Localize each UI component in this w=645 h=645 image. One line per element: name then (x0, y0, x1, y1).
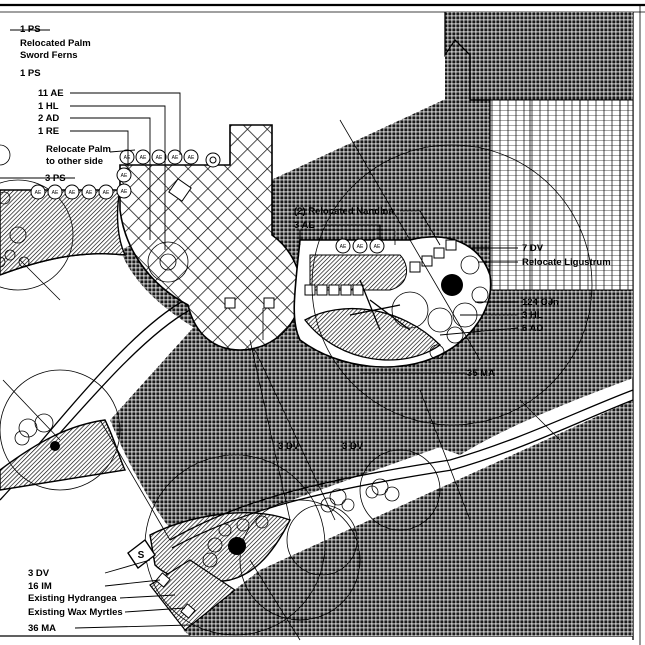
ae-tag: AE (357, 244, 364, 250)
label-dv-7: 7 DV (522, 243, 544, 254)
label-ma-36: 36 MA (28, 623, 56, 634)
ae-tag-texts: AE AE AE AE AE AE AE AE AE AE AE AE AE A… (35, 155, 381, 250)
label-ps-3: 3 PS (45, 173, 66, 184)
label-sword-ferns: Sword Ferns (20, 50, 78, 61)
label-ma-35: 35 MA (467, 368, 495, 379)
plant-labels: 1 PS Relocated Palm Sword Ferns 1 PS 11 … (20, 24, 611, 634)
label-dv-3-b: 3 DV (342, 441, 364, 452)
ae-tag: AE (140, 155, 147, 161)
shrub-cluster-upper-left (0, 144, 177, 271)
planting-bed-lower-left (0, 413, 127, 491)
label-ad-6: 6 AD (522, 323, 543, 334)
step-marker-label: S (138, 550, 145, 561)
step-marker: S (127, 538, 156, 570)
ae-tag: AE (188, 155, 195, 161)
ae-shrub-tags-top (30, 149, 385, 254)
ae-tag: AE (86, 190, 93, 196)
label-hl-3: 3 HL (522, 310, 543, 321)
label-existing-hydrangea: Existing Hydrangea (28, 593, 117, 604)
label-ae-3: 3 AE (294, 220, 315, 231)
label-re-1: 1 RE (38, 126, 59, 137)
label-existing-wax-myrtles: Existing Wax Myrtles (28, 607, 123, 618)
ae-tag: AE (52, 190, 59, 196)
ae-tag: AE (103, 190, 110, 196)
ae-tag: AE (69, 190, 76, 196)
label-ps-top: 1 PS (20, 24, 41, 35)
label-im-16: 16 IM (28, 581, 52, 592)
label-dv-3-a: 3 DV (278, 441, 300, 452)
label-ae-11: 11 AE (38, 88, 64, 99)
label-relocate-ligustrum: Relocate Ligustrum (522, 257, 611, 268)
ae-tag: AE (124, 155, 131, 161)
ae-tag: AE (374, 244, 381, 250)
label-dv-3-c: 3 DV (28, 568, 50, 579)
leader-lines (0, 29, 519, 629)
ae-tag: AE (121, 189, 128, 195)
ae-tag: AE (340, 244, 347, 250)
label-relocate-palm-1: Relocate Palm (46, 144, 111, 155)
label-ojn-124: 124 OJn (522, 297, 559, 308)
ae-tag: AE (121, 173, 128, 179)
planting-bed-lower-center (149, 512, 291, 631)
ae-tag: AE (156, 155, 163, 161)
label-ad-2: 2 AD (38, 113, 59, 124)
label-relocated-nandina: (2) Relocated Nandina (294, 206, 394, 217)
label-hl-1: 1 HL (38, 101, 59, 112)
label-relocate-palm-2: to other side (46, 156, 103, 167)
label-relocated-palm: Relocated Palm (20, 38, 91, 49)
ae-tag: AE (35, 190, 42, 196)
planting-bed-upper-left (0, 189, 127, 276)
label-ps-second: 1 PS (20, 68, 41, 79)
ae-tag: AE (172, 155, 179, 161)
